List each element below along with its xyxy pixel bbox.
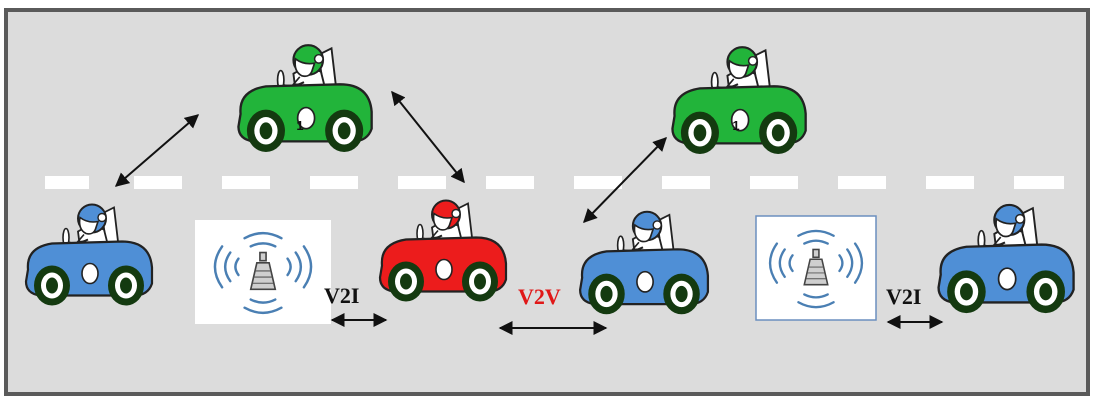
road [4, 8, 1090, 396]
double-arrow [391, 90, 465, 184]
double-arrow [583, 136, 667, 224]
car-badge: 1 [732, 118, 739, 133]
roadside-unit-right [755, 215, 877, 321]
roadside-unit-left [195, 220, 331, 324]
car-badge: 1 [296, 118, 303, 133]
v2i-label-left: V2I [324, 283, 359, 308]
double-arrow [114, 114, 200, 187]
communication-links [114, 90, 944, 335]
v2v-label: V2V [518, 284, 561, 309]
v2i-label-right: V2I [886, 284, 921, 309]
